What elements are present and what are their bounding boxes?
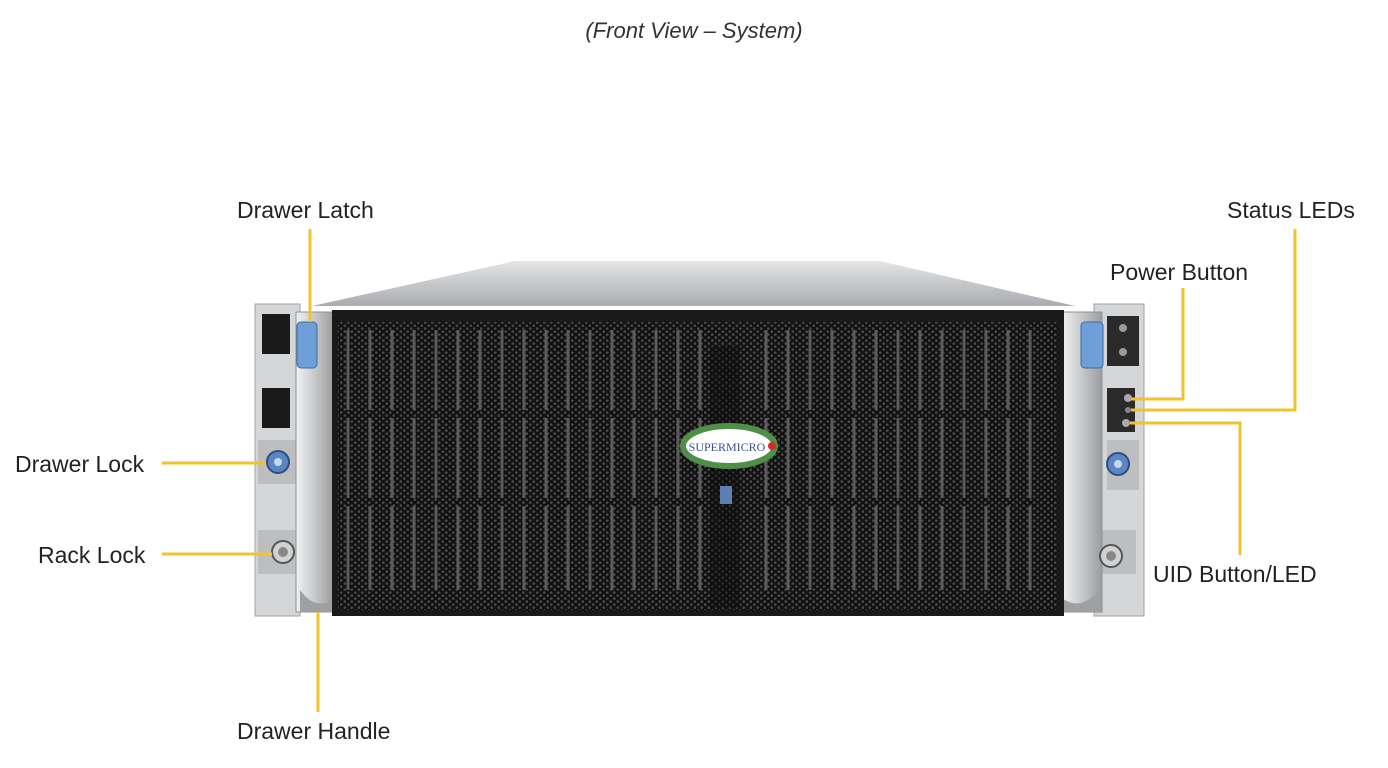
callout-status-leds: Status LEDs xyxy=(1227,197,1355,223)
status-leds-callout-line xyxy=(1131,229,1297,412)
front-control-panel xyxy=(1107,388,1135,432)
left-rack-lock xyxy=(271,540,295,564)
power-button-icon xyxy=(1124,394,1132,402)
callout-drawer-handle: Drawer Handle xyxy=(237,718,391,744)
callout-rack-lock: Rack Lock xyxy=(38,542,146,568)
status-led-icon xyxy=(1125,407,1131,413)
logo-text: SUPERMICRO xyxy=(689,440,766,454)
right-rack-lock xyxy=(1099,544,1123,568)
left-drawer-latch xyxy=(296,321,318,369)
uid-callout-line xyxy=(1130,421,1242,555)
callout-power-button: Power Button xyxy=(1110,259,1249,285)
right-drawer-lock xyxy=(1106,452,1130,476)
chassis-top-cover xyxy=(312,261,1075,306)
power-button-callout-line xyxy=(1131,288,1185,401)
callout-uid-button-led: UID Button/LED xyxy=(1153,561,1317,587)
supermicro-logo: SUPERMICRO xyxy=(680,423,778,469)
left-drawer-lock xyxy=(266,450,290,474)
figure-caption: (Front View – System) xyxy=(585,18,803,43)
front-blue-indicator xyxy=(720,486,732,504)
callout-drawer-lock: Drawer Lock xyxy=(15,451,145,477)
callout-lines xyxy=(162,229,1297,712)
right-drawer-latch xyxy=(1080,321,1104,369)
uid-button-icon xyxy=(1122,419,1130,427)
callout-drawer-latch: Drawer Latch xyxy=(237,197,374,223)
